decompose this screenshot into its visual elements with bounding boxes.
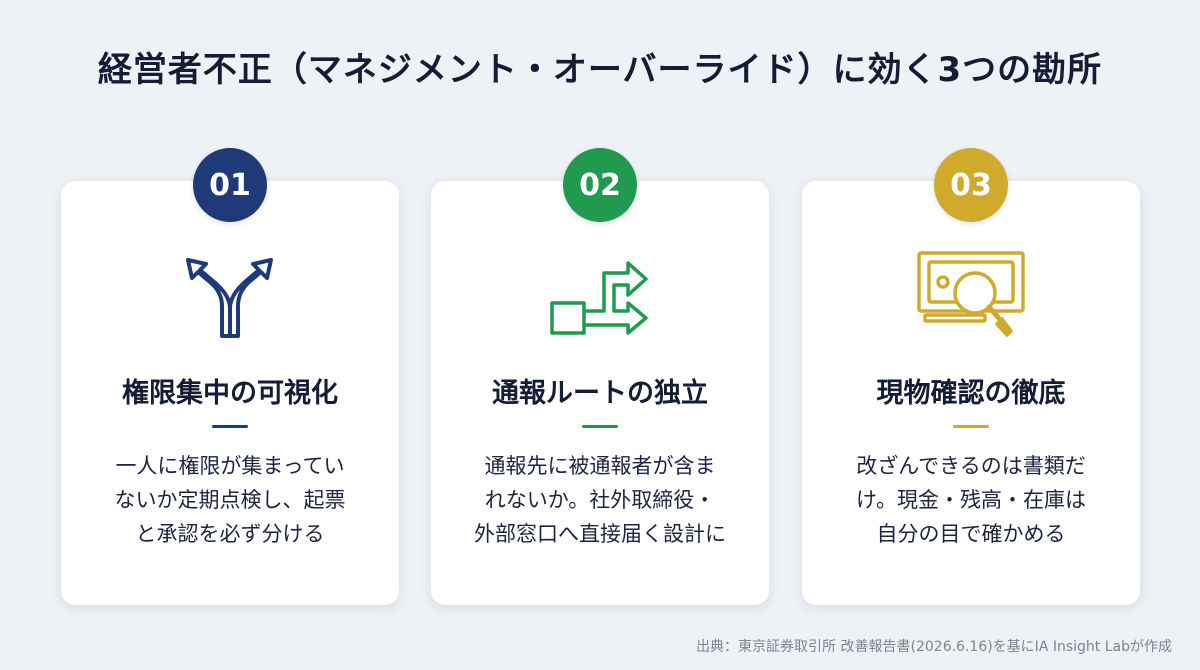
card-3: 現物確認の徹底 改ざんできるのは書類だ け。現金・残高・在庫は 自分の目で確かめ…: [802, 181, 1140, 605]
page-title: 経営者不正（マネジメント・オーバーライド）に効く3つの勘所: [97, 50, 1103, 90]
card-title: 権限集中の可視化: [122, 378, 338, 409]
money-magnifier-icon: [906, 245, 1036, 345]
card-description: 一人に権限が集まってい ないか定期点検し、起票 と承認を必ず分ける: [114, 454, 346, 546]
number-badge-03: 03: [934, 148, 1008, 222]
divider: [582, 425, 618, 428]
card-title: 通報ルートの独立: [492, 378, 708, 409]
card-title: 現物確認の徹底: [876, 378, 1066, 409]
route-arrows-icon: [535, 245, 665, 345]
card-2: 通報ルートの独立 通報先に被通報者が含ま れないか。社外取締役・ 外部窓口へ直接…: [431, 181, 769, 605]
divider: [212, 425, 248, 428]
split-arrows-icon: [165, 245, 295, 345]
number-badge-02: 02: [563, 148, 637, 222]
card-description: 改ざんできるのは書類だ け。現金・残高・在庫は 自分の目で確かめる: [856, 454, 1086, 546]
divider: [953, 425, 989, 428]
source-note: 出典：東京証券取引所 改善報告書(2026.6.16)を基にIA Insight…: [696, 639, 1172, 655]
card-1: 権限集中の可視化 一人に権限が集まってい ないか定期点検し、起票 と承認を必ず分…: [61, 181, 399, 605]
card-description: 通報先に被通報者が含ま れないか。社外取締役・ 外部窓口へ直接届く設計に: [474, 454, 726, 546]
number-badge-01: 01: [193, 148, 267, 222]
